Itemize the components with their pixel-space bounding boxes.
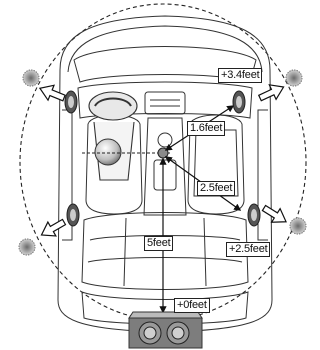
front-right-speaker [232, 90, 246, 114]
rear-right-speaker [247, 203, 261, 227]
listener-head [94, 138, 122, 166]
virtual-rear-right-speaker [289, 217, 307, 235]
rear-right-offset-label: +2.5feet [226, 242, 271, 257]
rear-left-speaker [66, 203, 80, 227]
subwoofer [128, 311, 203, 349]
front-right-offset-label: +3.4feet [218, 68, 263, 83]
front-left-shift-arrow [38, 84, 66, 102]
driver-seat [88, 91, 138, 181]
front-left-speaker [64, 90, 78, 114]
virtual-front-right-speaker [285, 69, 303, 87]
rear-right-shift-arrow [261, 204, 287, 223]
car-outline [57, 15, 273, 333]
rear-left-shift-arrow [40, 218, 67, 237]
subwoofer-distance-label: 5feet [144, 236, 174, 251]
subwoofer-offset-label: +0feet [174, 298, 210, 313]
virtual-front-left-speaker [22, 69, 40, 87]
virtual-rear-left-speaker [18, 238, 36, 256]
listener-distance-label: 1.6feet [187, 121, 226, 136]
rear-right-distance-label: 2.5feet [197, 181, 236, 196]
listening-area-circle [19, 3, 307, 321]
front-right-shift-arrow [257, 84, 285, 102]
